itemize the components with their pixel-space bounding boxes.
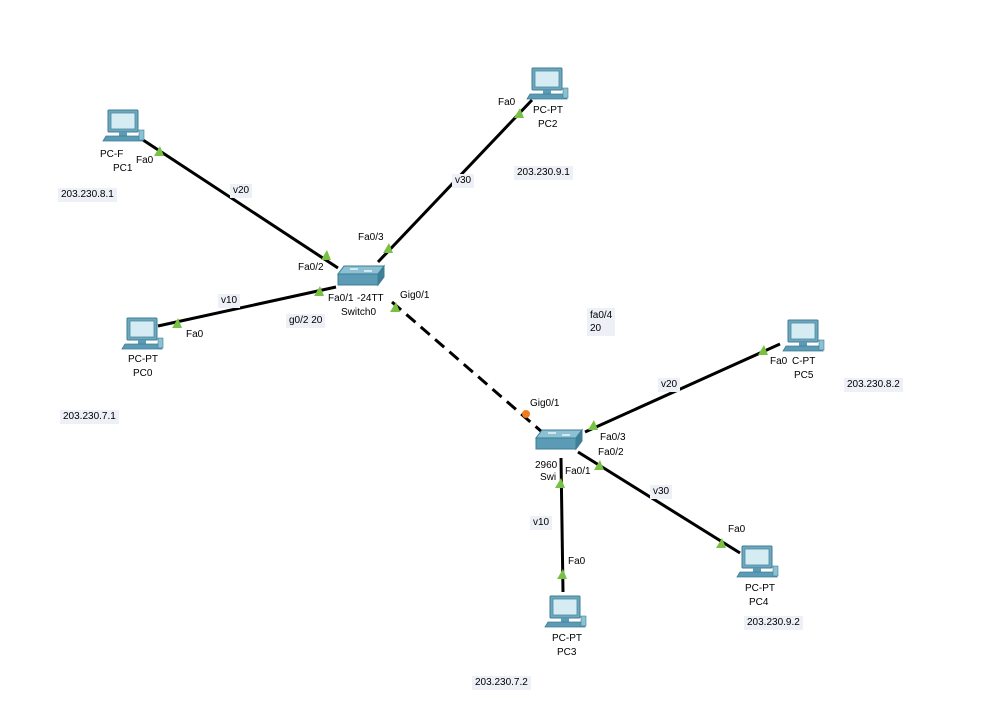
- vlan-label: v10: [530, 516, 553, 530]
- switch0-fa01-label: Fa0/1: [328, 293, 354, 304]
- vlan-label: v30: [452, 174, 475, 188]
- pc1-port-label: Fa0: [136, 155, 154, 166]
- vlan-label: v30: [650, 485, 673, 499]
- port-up-indicator: [172, 318, 182, 328]
- pc5-device[interactable]: [782, 319, 825, 352]
- switch0-device[interactable]: [337, 264, 385, 287]
- pc-icon: [736, 545, 779, 578]
- port-up-indicator: [758, 345, 768, 355]
- link-pc0-switch0[interactable]: [157, 285, 337, 328]
- pc4-ip-note: 203.230.9.2: [744, 616, 803, 630]
- port-up-indicator: [557, 569, 567, 579]
- pc4-name-label: PC4: [749, 597, 769, 608]
- switch1-fa04-note: fa0/4 20: [587, 308, 616, 336]
- switch1-fa03-label: Fa0/3: [600, 432, 626, 443]
- pc2-type-label: PC-PT: [533, 105, 563, 116]
- vlan-label: v20: [230, 184, 253, 198]
- pc5-type-label: C-PT: [792, 356, 816, 367]
- pc-icon: [526, 67, 569, 100]
- port-up-indicator: [716, 538, 726, 548]
- pc-icon: [121, 317, 164, 350]
- pc4-port-label: Fa0: [728, 524, 746, 535]
- port-up-indicator: [314, 286, 324, 296]
- pc4-device[interactable]: [736, 545, 779, 578]
- link-pc1-switch0[interactable]: [139, 136, 339, 270]
- link-pc4-switch1[interactable]: [577, 450, 741, 555]
- pc-icon: [544, 595, 587, 628]
- pc0-type-label: PC-PT: [128, 354, 158, 365]
- link-switch0-switch1[interactable]: [391, 300, 543, 434]
- switch0-gig01-label: Gig0/1: [400, 290, 430, 301]
- switch1-model-label: 2960: [535, 460, 558, 471]
- switch1-device[interactable]: [535, 428, 583, 451]
- pc1-name-label: PC1: [113, 163, 133, 174]
- pc4-type-label: PC-PT: [745, 583, 775, 594]
- switch0-g02-note: g0/2 20: [286, 314, 326, 328]
- port-indicators: [154, 108, 768, 579]
- pc1-device[interactable]: [102, 109, 145, 142]
- pc3-name-label: PC3: [557, 647, 577, 658]
- port-up-indicator: [594, 460, 604, 470]
- port-up-indicator: [555, 478, 565, 488]
- port-up-indicator: [514, 108, 524, 118]
- pc1-type-label: PC-F: [100, 149, 124, 160]
- switch0-model-label: -24TT: [357, 293, 384, 304]
- port-up-indicator: [588, 420, 598, 430]
- pc0-device[interactable]: [121, 317, 164, 350]
- vlan-label: v20: [658, 378, 681, 392]
- pc-icon: [102, 109, 145, 142]
- pc2-device[interactable]: [526, 67, 569, 100]
- pc0-port-label: Fa0: [186, 329, 204, 340]
- port-up-indicator: [154, 146, 164, 156]
- switch1-fa02-label: Fa0/2: [598, 447, 624, 458]
- port-up-indicator: [321, 250, 331, 260]
- pc3-port-label: Fa0: [568, 556, 586, 567]
- pc3-device[interactable]: [544, 595, 587, 628]
- port-down-indicator: [522, 410, 530, 418]
- switch1-fa01-label: Fa0/1: [565, 466, 591, 477]
- port-up-indicator: [383, 243, 393, 253]
- pc2-port-label: Fa0: [498, 97, 516, 108]
- pc2-name-label: PC2: [538, 119, 558, 130]
- switch-icon: [535, 428, 583, 451]
- pc0-ip-note: 203.230.7.1: [60, 410, 119, 424]
- switch1-gig01-label: Gig0/1: [530, 398, 560, 409]
- pc5-name-label: PC5: [794, 370, 814, 381]
- port-up-indicator: [390, 302, 400, 312]
- pc2-ip-note: 203.230.9.1: [514, 166, 573, 180]
- pc0-name-label: PC0: [133, 368, 153, 379]
- switch1-fa04-note-line2: 20: [590, 323, 602, 334]
- pc5-port-label: Fa0: [770, 356, 788, 367]
- switch0-name-label: Switch0: [341, 307, 377, 318]
- pc5-ip-note: 203.230.8.2: [844, 378, 903, 392]
- switch0-fa03-label: Fa0/3: [358, 232, 384, 243]
- pc3-type-label: PC-PT: [552, 633, 582, 644]
- pc1-ip-note: 203.230.8.1: [58, 188, 117, 202]
- link-pc5-switch1[interactable]: [584, 342, 781, 434]
- switch0-fa02-label: Fa0/2: [298, 262, 324, 273]
- switch1-fa04-note-line1: fa0/4: [590, 310, 613, 321]
- pc-icon: [782, 319, 825, 352]
- switch1-name-label: Swi: [540, 472, 557, 483]
- pc3-ip-note: 203.230.7.2: [472, 676, 531, 690]
- vlan-label: v10: [218, 294, 241, 308]
- switch-icon: [337, 264, 385, 287]
